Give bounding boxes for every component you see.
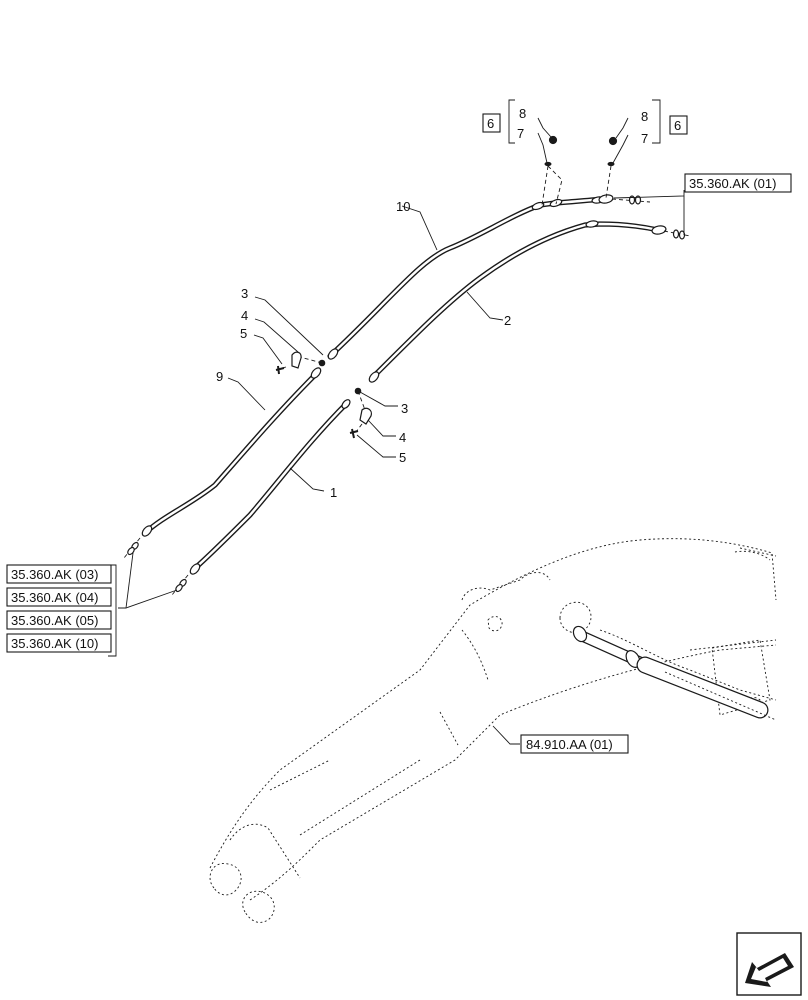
boom-cylinder [572, 625, 777, 721]
ref-box-03 [6, 564, 112, 584]
callout-box-6-left [482, 113, 501, 133]
ref-box-05 [6, 610, 112, 630]
ref-boom[interactable]: 84.910.AA (01) [526, 737, 613, 752]
callout-9: 9 [216, 369, 223, 384]
callout-6-right: 6 [674, 118, 681, 133]
parts-7-8 [541, 135, 618, 206]
callout-8-left: 8 [519, 106, 526, 121]
ref-top-right[interactable]: 35.360.AK (01) [689, 176, 776, 191]
pipe-2 [369, 221, 661, 381]
ref-box-10 [6, 633, 112, 653]
clamp-upper [275, 351, 326, 375]
callout-4-upper: 4 [241, 308, 248, 323]
callout-7-left: 7 [517, 126, 524, 141]
ref-box-top-right [684, 173, 792, 193]
bracket-right-6 [652, 99, 688, 144]
bracket-left-refs [108, 564, 117, 657]
arrow-icon[interactable] [736, 932, 802, 996]
bracket-left-6 [482, 99, 515, 144]
ref-10[interactable]: 35.360.AK (10) [11, 636, 98, 651]
callout-3-upper: 3 [241, 286, 248, 301]
ref-box-boom [520, 734, 629, 754]
ref-box-04 [6, 587, 112, 607]
pipe-9 [142, 369, 321, 536]
boom-outline [209, 538, 777, 923]
callout-5-upper: 5 [240, 326, 247, 341]
callout-4-lower: 4 [399, 430, 406, 445]
callout-box-6-right [669, 115, 688, 135]
callout-10: 10 [396, 199, 410, 214]
callout-1: 1 [330, 485, 337, 500]
fittings [123, 194, 691, 596]
callout-5-lower: 5 [399, 450, 406, 465]
leader-lines [118, 117, 685, 745]
ref-04[interactable]: 35.360.AK (04) [11, 590, 98, 605]
clamp-lower [349, 387, 372, 439]
callout-8-right: 8 [641, 109, 648, 124]
callout-6-left: 6 [487, 116, 494, 131]
callout-3-lower: 3 [401, 401, 408, 416]
callout-7-right: 7 [641, 131, 648, 146]
pipe-10 [327, 196, 608, 359]
ref-05[interactable]: 35.360.AK (05) [11, 613, 98, 628]
callout-2: 2 [504, 313, 511, 328]
ref-03[interactable]: 35.360.AK (03) [11, 567, 98, 582]
pipe-1 [190, 400, 350, 573]
